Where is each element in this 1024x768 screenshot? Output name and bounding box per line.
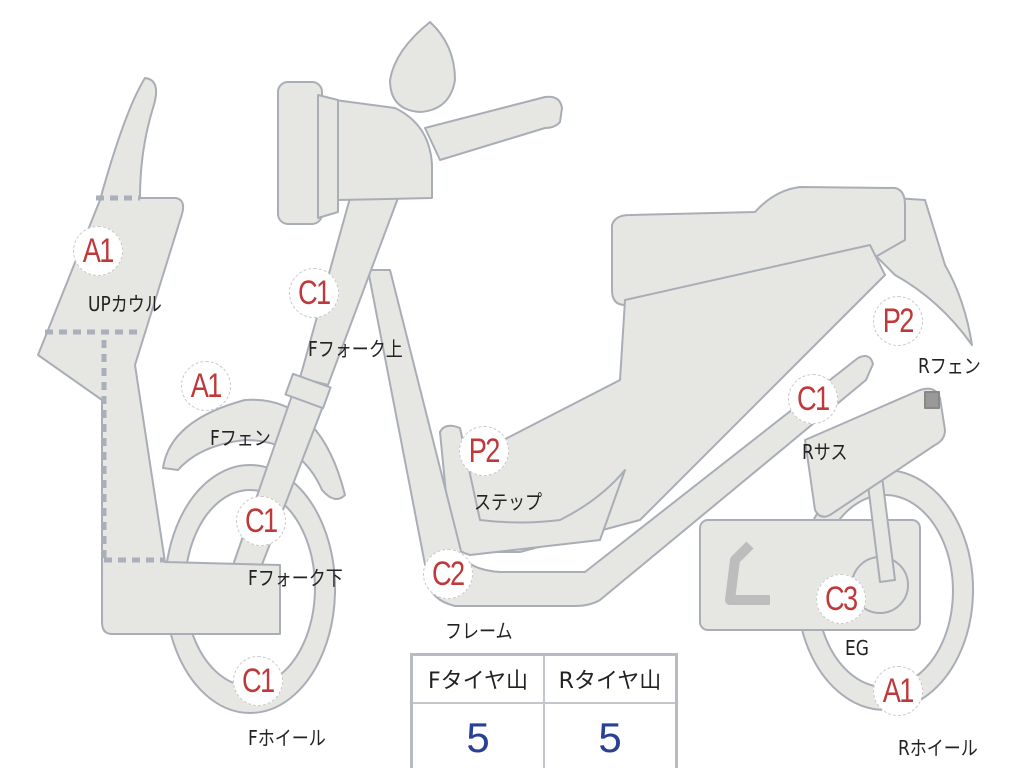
handlebar (424, 95, 563, 161)
code-badge-engine[interactable]: C3 (816, 574, 866, 624)
code-badge-r-suspension[interactable]: C1 (788, 374, 838, 424)
damage-code: A1 (190, 366, 223, 405)
damage-code: A1 (82, 231, 115, 270)
code-badge-r-fender[interactable]: P2 (873, 296, 923, 346)
damage-code: C1 (242, 661, 275, 700)
label-f-wheel: Fホイール (248, 726, 326, 750)
tire-tread-table: Fタイヤ山 Rタイヤ山 5 5 (410, 653, 678, 768)
front-cowl (37, 77, 281, 635)
code-badge-f-fork-upper[interactable]: C1 (289, 268, 339, 318)
handle-cover (334, 99, 433, 201)
label-r-fender: Rフェン (918, 354, 981, 378)
code-badge-f-wheel[interactable]: C1 (233, 656, 283, 706)
damage-code: P2 (468, 431, 501, 470)
label-frame: フレーム (445, 619, 513, 643)
cowl-seam-lines (45, 195, 165, 563)
label-r-suspension: Rサス (802, 440, 848, 464)
code-badge-r-wheel[interactable]: A1 (873, 666, 923, 716)
code-badge-step[interactable]: P2 (459, 426, 509, 476)
value-rear-tire-tread: 5 (543, 702, 678, 768)
label-f-fork-upper: Fフォーク上 (308, 337, 403, 361)
damage-code: C1 (298, 273, 331, 312)
label-step: ステップ (474, 490, 542, 514)
headlight (277, 81, 323, 225)
damage-code: C1 (797, 379, 830, 418)
label-f-fork-lower: Fフォーク下 (248, 566, 343, 590)
damage-code: P2 (882, 301, 915, 340)
code-badge-frame[interactable]: C2 (423, 549, 473, 599)
mirror (389, 21, 456, 113)
frame (367, 269, 874, 607)
label-f-fender: Fフェン (210, 426, 271, 450)
damage-code: C2 (432, 554, 465, 593)
damage-code: A1 (882, 671, 915, 710)
value-front-tire-tread: 5 (410, 702, 545, 768)
damage-code: C3 (825, 579, 858, 618)
code-badge-f-fender[interactable]: A1 (181, 361, 231, 411)
header-front-tire-tread: Fタイヤ山 (410, 653, 545, 704)
header-rear-tire-tread: Rタイヤ山 (543, 653, 678, 704)
code-badge-f-fork-lower[interactable]: C1 (236, 496, 286, 546)
label-r-wheel: Rホイール (898, 736, 978, 760)
rear-box (804, 387, 946, 518)
exhaust-pipe (725, 541, 770, 605)
label-up-cowl: UPカウル (88, 292, 162, 316)
damage-code: C1 (245, 501, 278, 540)
label-engine: EG (845, 636, 869, 660)
code-badge-up-cowl[interactable]: A1 (73, 226, 123, 276)
